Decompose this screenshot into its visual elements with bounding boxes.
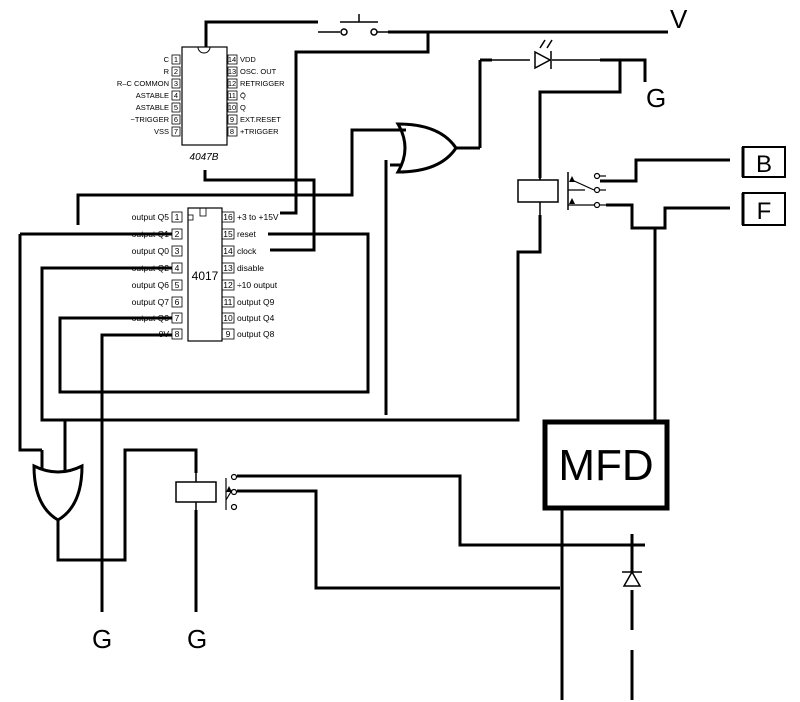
- pin-label: R–C COMMON: [117, 79, 169, 88]
- pin-label: ASTABLE: [136, 91, 169, 100]
- pin-label: OSC. OUT: [240, 67, 277, 76]
- relay-bottom: [175, 473, 238, 511]
- svg-text:16: 16: [223, 212, 233, 222]
- pin-label: ASTABLE: [136, 103, 169, 112]
- ground-label-mid: G: [187, 624, 207, 654]
- svg-text:2: 2: [175, 229, 180, 239]
- svg-text:2: 2: [174, 67, 178, 76]
- mfd-label: MFD: [558, 441, 653, 490]
- svg-text:14: 14: [223, 246, 233, 256]
- pin-label: +TRIGGER: [240, 127, 279, 136]
- svg-text:5: 5: [175, 280, 180, 290]
- pin-label: reset: [237, 229, 257, 239]
- ground-label-top: G: [646, 83, 666, 113]
- svg-text:9: 9: [230, 115, 234, 124]
- pin-label: clock: [237, 246, 257, 256]
- svg-text:10: 10: [228, 103, 236, 112]
- relay-top: [517, 168, 606, 215]
- chip-4017: 1 2 3 4 5 6 7 8 16 15 14 13 12 11 10 9 o…: [132, 207, 279, 342]
- led-diode: [534, 39, 553, 70]
- pin-label: VDD: [240, 55, 256, 64]
- or-gate-top: [386, 122, 458, 174]
- svg-text:9: 9: [226, 329, 231, 339]
- pin-label: output Q4: [237, 313, 275, 323]
- svg-text:6: 6: [175, 297, 180, 307]
- box-f: F: [741, 192, 786, 226]
- box-b: B: [741, 146, 786, 178]
- svg-text:11: 11: [224, 297, 233, 307]
- pin-label: C: [164, 55, 170, 64]
- box-b-label: B: [756, 151, 772, 178]
- chip-4017-label: 4017: [192, 269, 219, 283]
- pin-label: output Q0: [132, 246, 170, 256]
- pin-label: output Q8: [237, 329, 275, 339]
- svg-text:15: 15: [223, 229, 233, 239]
- pin-label: ÷10 output: [237, 280, 278, 290]
- diode: [620, 543, 645, 587]
- pin-label: output Q6: [132, 280, 170, 290]
- chip-4047b-label: 4047B: [190, 152, 219, 163]
- svg-text:4: 4: [175, 263, 180, 273]
- v-label: V: [670, 4, 688, 34]
- pin-label: VSS: [154, 127, 169, 136]
- svg-text:8: 8: [175, 329, 180, 339]
- pin-label: EXT.RESET: [240, 115, 281, 124]
- pin-label: +3 to +15V: [237, 212, 279, 222]
- wires: [18, 20, 730, 700]
- pin-label: RETRIGGER: [240, 79, 285, 88]
- pin-label: R: [164, 67, 170, 76]
- svg-text:11: 11: [228, 91, 236, 100]
- svg-text:13: 13: [228, 67, 236, 76]
- pin-label: output Q7: [132, 297, 170, 307]
- svg-text:7: 7: [175, 313, 180, 323]
- thin-wires: [492, 59, 600, 184]
- svg-text:3: 3: [175, 246, 180, 256]
- svg-text:8: 8: [230, 127, 234, 136]
- svg-text:4: 4: [174, 91, 178, 100]
- ground-label-left: G: [92, 624, 112, 654]
- svg-text:14: 14: [228, 55, 236, 64]
- or-gate-bottom: [30, 448, 84, 545]
- svg-text:5: 5: [174, 103, 178, 112]
- svg-text:1: 1: [175, 212, 180, 222]
- svg-text:12: 12: [223, 280, 233, 290]
- mfd-module: MFD: [542, 419, 670, 511]
- pin-label: disable: [237, 263, 264, 273]
- chip-4047b: 1 2 3 4 5 6 7 14 13 12 11 10 9 8 C R R–C…: [117, 46, 285, 163]
- pin-label: output Q9: [237, 297, 275, 307]
- push-button-switch: [318, 14, 390, 36]
- svg-text:13: 13: [223, 263, 233, 273]
- pin-label: output Q5: [132, 212, 170, 222]
- svg-text:1: 1: [174, 55, 178, 64]
- svg-text:3: 3: [174, 79, 178, 88]
- svg-text:10: 10: [223, 313, 233, 323]
- box-f-label: F: [757, 198, 772, 225]
- svg-text:6: 6: [174, 115, 178, 124]
- pin-label: −TRIGGER: [130, 115, 169, 124]
- pin-label: Q: [240, 103, 246, 112]
- pin-label: Q̄: [240, 91, 246, 100]
- svg-text:12: 12: [228, 79, 236, 88]
- svg-text:7: 7: [174, 127, 178, 136]
